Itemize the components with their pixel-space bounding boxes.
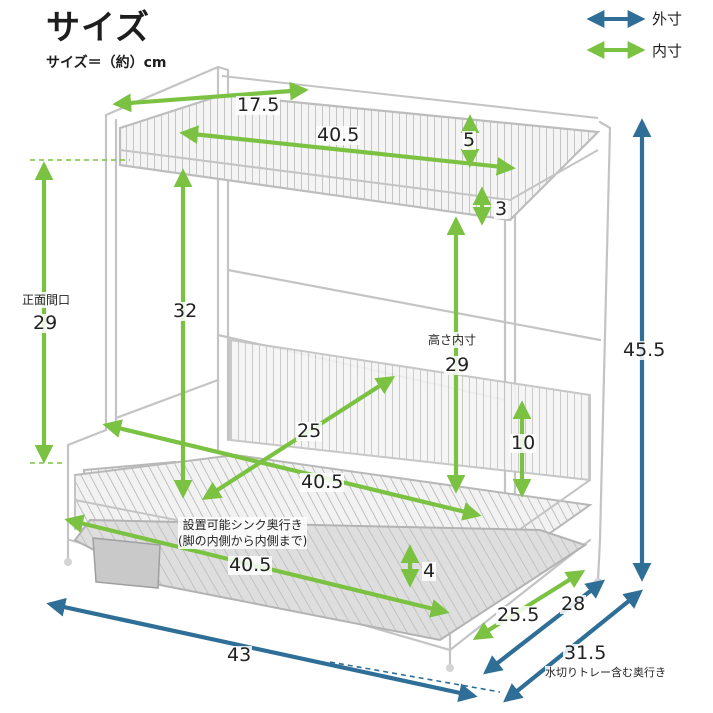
legend-inner: 内寸	[652, 40, 682, 60]
size-unit-note: サイズ＝（約）cm	[46, 55, 167, 71]
foot	[446, 664, 454, 672]
overall-width-arrow	[46, 597, 478, 703]
page-title: サイズ	[46, 8, 150, 48]
foot	[64, 558, 72, 566]
sink-depth-caption-line2: (脚の内側から内側まで)	[178, 534, 308, 549]
inner-height-caption: 高さ内寸	[428, 332, 477, 349]
tray-height-label: 4	[422, 560, 437, 582]
top-gap-label: 3	[494, 198, 509, 220]
top-depth-arrow	[112, 81, 309, 113]
legend-inner-label: 内寸	[652, 41, 683, 60]
overall-depth-label: 28	[560, 593, 587, 615]
tray-width-label: 40.5	[228, 554, 273, 576]
front-opening-caption: 正面間口	[22, 292, 71, 309]
sink-depth-caption: 設置可能シンク奥行き (脚の内側から内側まで)	[178, 517, 308, 550]
legend-outer-label: 外寸	[652, 9, 683, 28]
guide-line	[329, 661, 501, 693]
lower-depth-label: 25	[296, 420, 323, 442]
lower-width-label: 40.5	[300, 471, 345, 493]
depth-with-tray-label: 31.5	[563, 642, 608, 664]
total-height-label: 45.5	[622, 339, 667, 361]
top-height-label: 5	[462, 129, 477, 151]
top-width-label: 40.5	[316, 124, 361, 146]
lower-width-arrow	[102, 419, 482, 521]
utensil-cup	[92, 537, 161, 589]
clearance-label: 32	[172, 300, 199, 322]
back-wire-wall	[229, 338, 591, 482]
front-opening-label: 29	[32, 312, 59, 334]
top-depth-label: 17.5	[236, 94, 281, 116]
top-width-arrow	[179, 125, 516, 176]
inner-height-label: 29	[444, 354, 471, 376]
depth-with-tray-caption: 水切りトレー含む奥行き	[545, 666, 666, 681]
sink-depth-label: 25.5	[496, 604, 541, 626]
legend-outer: 外寸	[652, 8, 682, 28]
lower-height-label: 10	[510, 432, 537, 454]
sink-depth-caption-line1: 設置可能シンク奥行き	[182, 518, 303, 532]
overall-width-label: 43	[226, 644, 253, 666]
